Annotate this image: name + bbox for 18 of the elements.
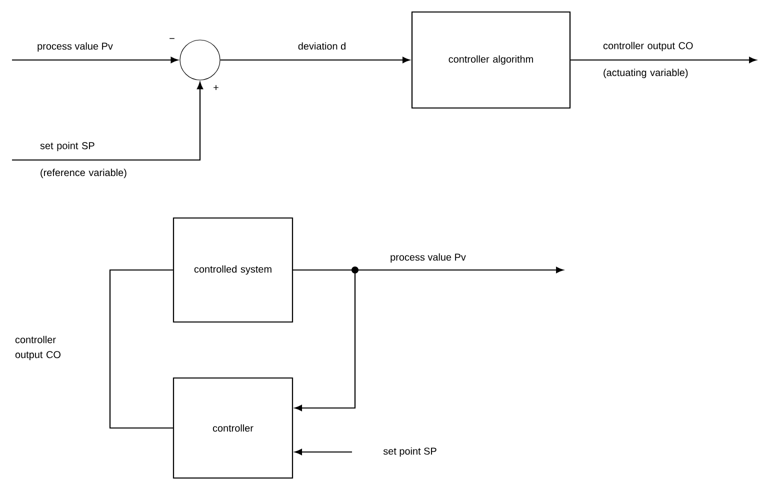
summing-junction [180, 40, 220, 80]
arrow [294, 448, 352, 456]
edge-label: process value Pv [38, 42, 113, 52]
process-box: controller algorithm [411, 11, 571, 109]
process-box: controller [172, 377, 294, 479]
arrow [293, 269, 356, 412]
edge-label: controller output CO (actuating variable) [603, 42, 693, 78]
arrow [12, 82, 204, 161]
arrow [570, 56, 756, 64]
process-box: controlled system [172, 217, 294, 323]
edge-label: controller output CO [15, 336, 60, 360]
arrow [220, 56, 410, 64]
edge-label: process value Pv [390, 253, 466, 263]
edge-label: set point SP (reference variable) [40, 142, 126, 178]
arrow [12, 56, 178, 64]
edge-label: set point SP [383, 447, 436, 457]
edge-label: deviation d [298, 42, 346, 50]
sign-label: − [170, 38, 174, 39]
